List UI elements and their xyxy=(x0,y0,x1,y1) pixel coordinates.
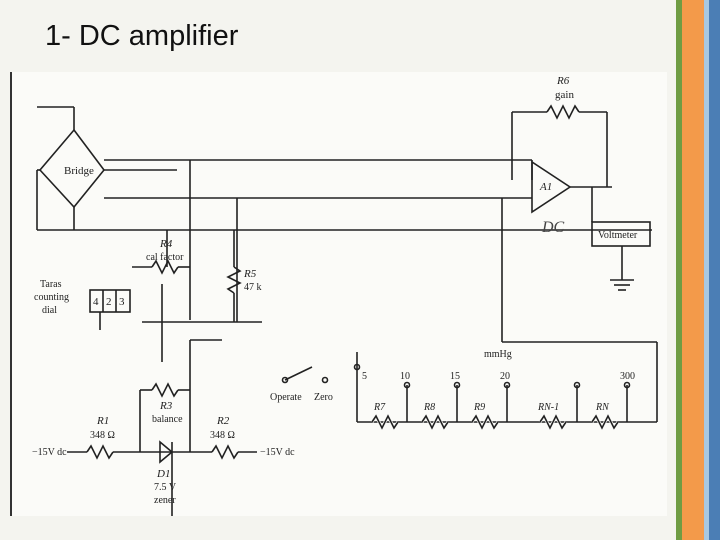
bridge-label: Bridge xyxy=(64,165,94,177)
range-label: 10 xyxy=(400,371,410,382)
r5-name: R5 xyxy=(243,268,257,280)
supply-left: −15V dc xyxy=(32,447,67,458)
r3-desc: balance xyxy=(152,414,183,425)
supply-right: −15V dc xyxy=(260,447,295,458)
d1-desc1: 7.5 V xyxy=(154,482,177,493)
r2-value: 348 Ω xyxy=(210,430,235,441)
r2-name: R2 xyxy=(216,415,230,427)
dial-digit: 2 xyxy=(106,296,112,308)
range-label: 300 xyxy=(620,371,635,382)
dial-label-3: dial xyxy=(42,305,57,316)
decorative-stripes xyxy=(676,0,720,540)
opamp-label: A1 xyxy=(539,181,552,193)
r6-desc: gain xyxy=(555,89,574,101)
range-label: 15 xyxy=(450,371,460,382)
dial-label-2: counting xyxy=(34,292,69,303)
range-resistor: R9 xyxy=(473,402,485,413)
mmhg-label: mmHg xyxy=(484,349,512,360)
r1-name: R1 xyxy=(96,415,109,427)
voltmeter-label: Voltmeter xyxy=(598,230,638,241)
range-resistor: R7 xyxy=(373,402,386,413)
circuit-diagram-image: Bridge R6 gain A1 DC Voltmeter R4 cal fa… xyxy=(10,72,667,516)
r6-name: R6 xyxy=(556,75,570,87)
stripe-blue xyxy=(709,0,720,540)
r5-value: 47 k xyxy=(244,282,262,293)
r1-value: 348 Ω xyxy=(90,430,115,441)
opamp-symbol xyxy=(531,160,572,214)
range-resistor: R8 xyxy=(423,402,435,413)
range-label: 5 xyxy=(362,371,367,382)
dial-digit: 4 xyxy=(93,296,99,308)
zero-label: Zero xyxy=(314,392,333,403)
dial-digit: 3 xyxy=(119,296,125,308)
dial-label-1: Taras xyxy=(40,279,62,290)
stripe-orange xyxy=(682,0,704,540)
r3-name: R3 xyxy=(159,400,173,412)
operate-label: Operate xyxy=(270,392,302,403)
stripe-lightblue xyxy=(704,0,709,540)
handwritten-dc: DC xyxy=(541,219,565,236)
d1-desc2: zener xyxy=(154,495,176,506)
d1-name: D1 xyxy=(156,468,170,480)
r4-desc: cal factor xyxy=(146,252,184,263)
r4-name: R4 xyxy=(159,238,173,250)
range-label: 20 xyxy=(500,371,510,382)
range-resistor: RN xyxy=(595,402,610,413)
stripe-green xyxy=(676,0,682,540)
range-resistor: RN-1 xyxy=(537,402,559,413)
slide-title: 1- DC amplifier xyxy=(45,20,239,52)
circuit-diagram: Bridge R6 gain A1 DC Voltmeter R4 cal fa… xyxy=(32,75,658,516)
voltmeter-box xyxy=(591,221,651,247)
